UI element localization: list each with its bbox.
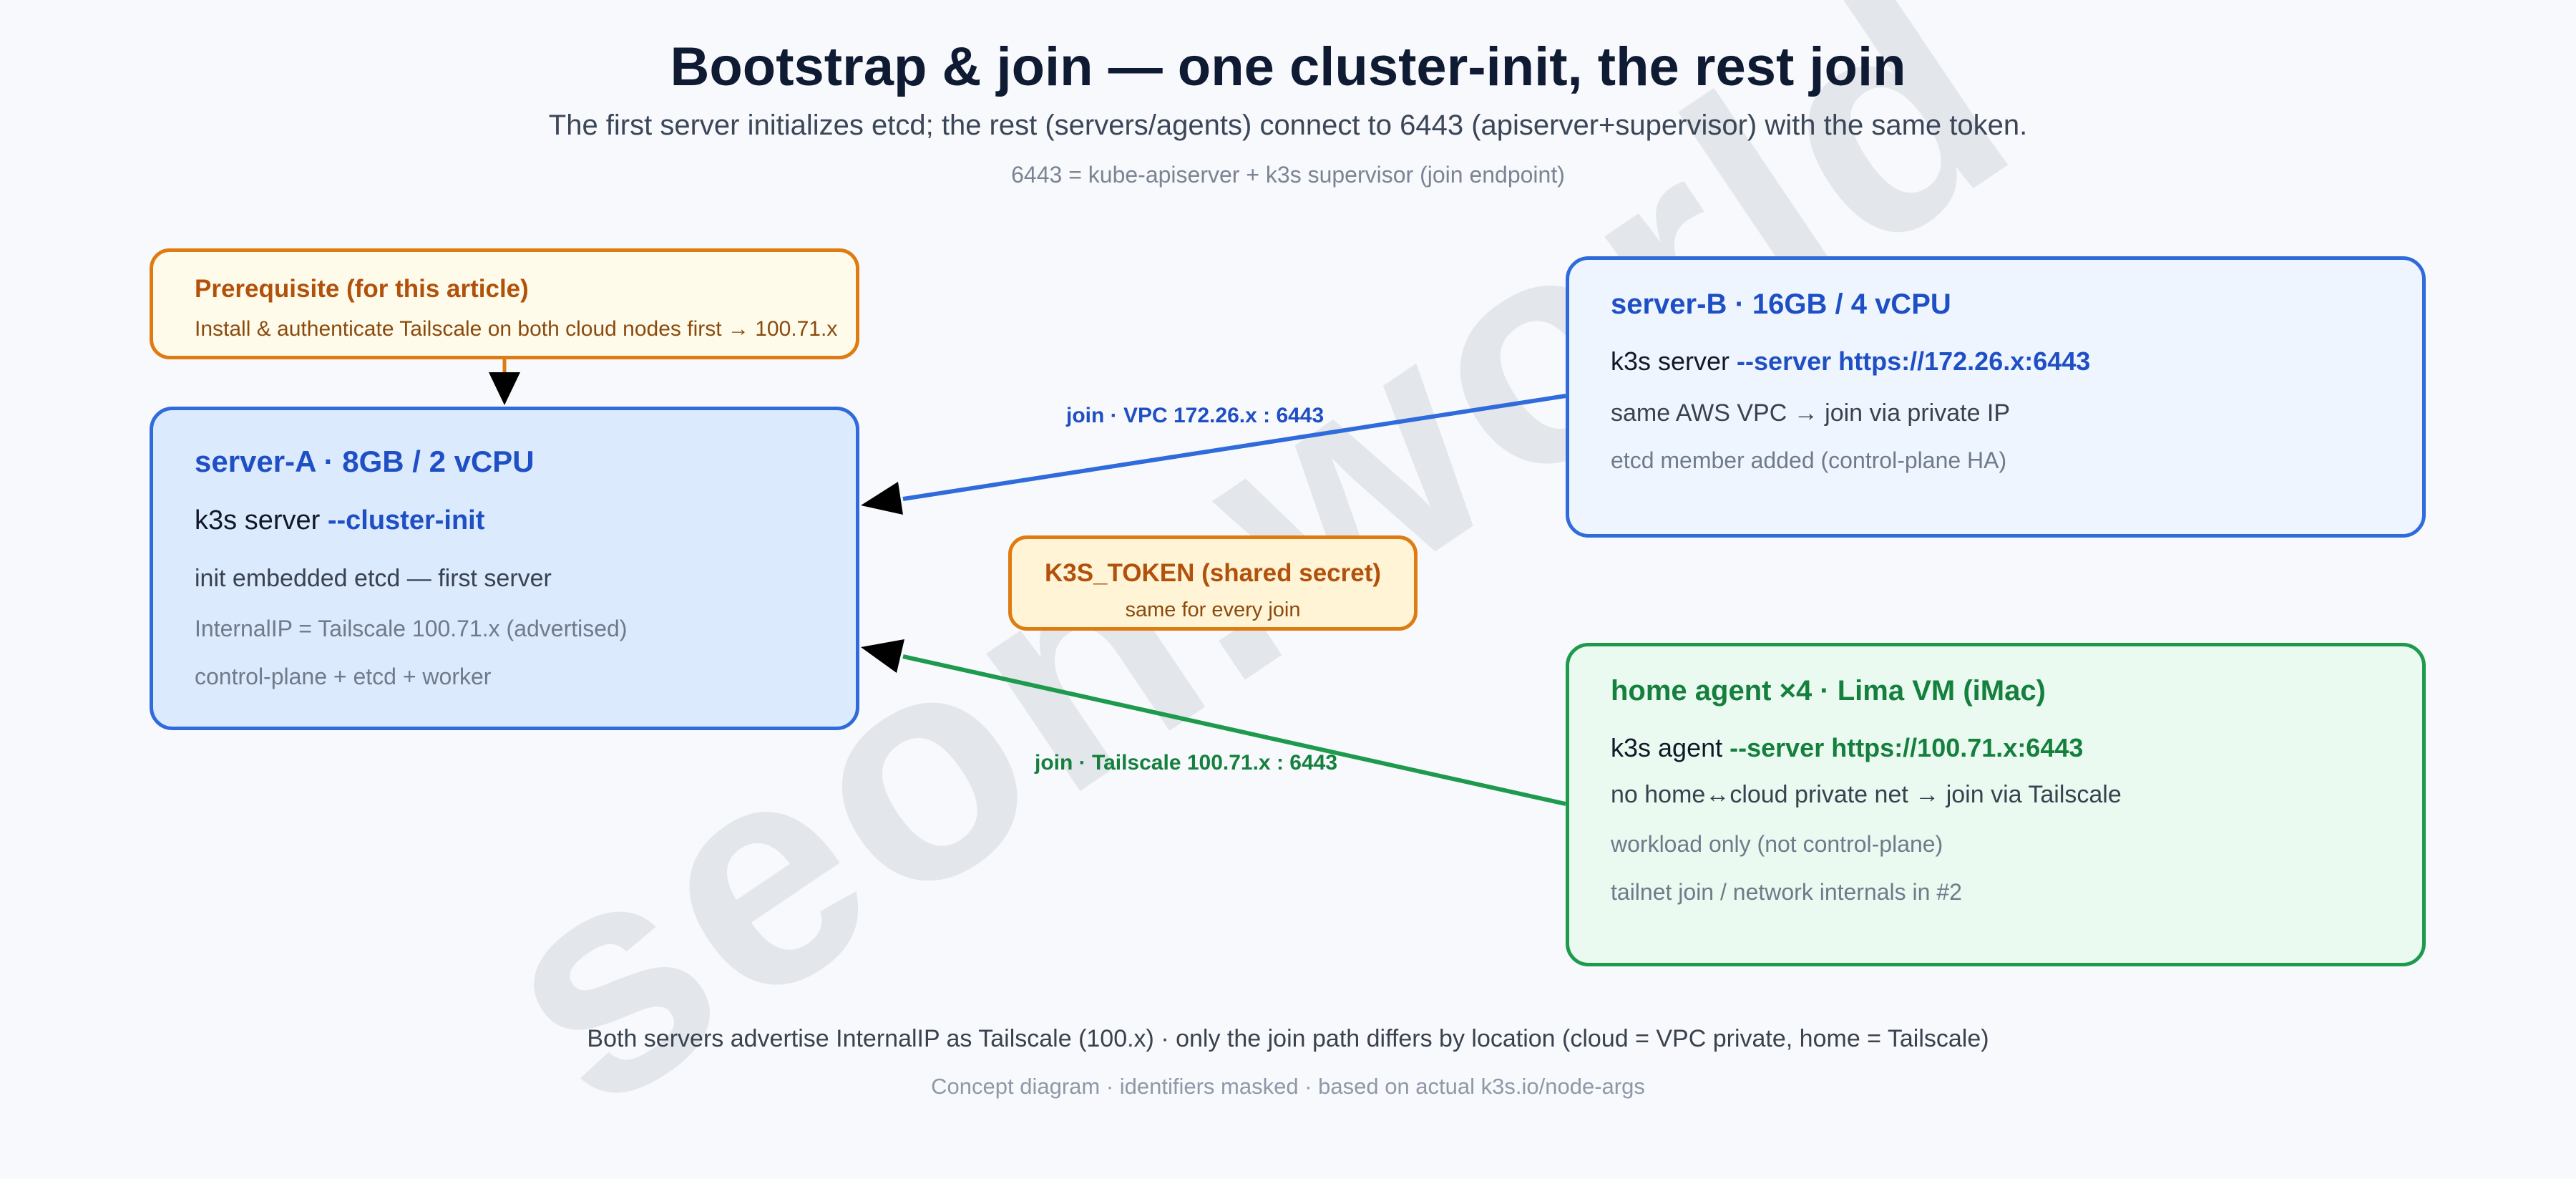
home-agent-node: home agent ×4 · Lima VM (iMac) k3s agent… xyxy=(1566,643,2426,966)
server-a-command: k3s server --cluster-init xyxy=(195,505,484,536)
server-b-join-path: same AWS VPC → join via private IP xyxy=(1611,399,2011,427)
footer-caption: Concept diagram · identifiers masked · b… xyxy=(931,1074,1645,1099)
server-b-command-prefix: k3s server xyxy=(1611,346,1737,376)
connector-layer xyxy=(489,359,1566,806)
token-text: same for every join xyxy=(1125,598,1301,621)
page-subtitle: The first server initializes etcd; the r… xyxy=(548,110,2028,141)
home-agent-command-prefix: k3s agent xyxy=(1611,733,1730,762)
prerequisite-heading: Prerequisite (for this article) xyxy=(195,275,529,303)
server-b-command: k3s server --server https://172.26.x:644… xyxy=(1611,346,2090,377)
server-b-heading: server-B · 16GB / 4 vCPU xyxy=(1611,288,1951,320)
footer-summary: Both servers advertise InternalIP as Tai… xyxy=(587,1025,1989,1052)
server-b-command-flag: --server https://172.26.x:6443 xyxy=(1737,346,2091,376)
vpc-join-arrowhead xyxy=(861,482,903,515)
server-a-node: server-A · 8GB / 2 vCPU k3s server --clu… xyxy=(150,407,859,730)
prerequisite-box: Prerequisite (for this article) Install … xyxy=(150,248,859,359)
tailscale-join-edge xyxy=(902,654,1566,806)
server-a-command-prefix: k3s server xyxy=(195,505,328,535)
home-agent-command: k3s agent --server https://100.71.x:6443 xyxy=(1611,733,2083,763)
prerequisite-text: Install & authenticate Tailscale on both… xyxy=(195,317,838,341)
server-a-command-flag: --cluster-init xyxy=(327,505,485,535)
home-agent-command-flag: --server https://100.71.x:6443 xyxy=(1729,733,2084,762)
token-box: K3S_TOKEN (shared secret) same for every… xyxy=(1008,535,1418,631)
server-a-components: control-plane + etcd + worker xyxy=(195,664,492,689)
server-b-etcd-note: etcd member added (control-plane HA) xyxy=(1611,447,2007,473)
tailscale-join-arrowhead xyxy=(861,639,904,673)
page-title: Bootstrap & join — one cluster-init, the… xyxy=(670,37,1906,97)
home-agent-reference: tailnet join / network internals in #2 xyxy=(1611,879,1962,905)
vpc-join-edge xyxy=(902,394,1566,501)
diagram-canvas: seon.world Bootstrap & join — one cluste… xyxy=(150,0,2426,1175)
vpc-join-label: join · VPC 172.26.x : 6443 xyxy=(1066,404,1324,427)
server-b-node: server-B · 16GB / 4 vCPU k3s server --se… xyxy=(1566,256,2426,538)
home-agent-join-path: no home↔cloud private net → join via Tai… xyxy=(1611,781,2122,808)
prerequisite-arrowhead xyxy=(489,372,520,405)
server-a-heading: server-A · 8GB / 2 vCPU xyxy=(195,445,535,478)
server-a-role: init embedded etcd — first server xyxy=(195,565,552,592)
token-heading: K3S_TOKEN (shared secret) xyxy=(1044,559,1382,587)
server-a-internal-ip: InternalIP = Tailscale 100.71.x (adverti… xyxy=(195,616,628,641)
home-agent-role: workload only (not control-plane) xyxy=(1611,831,1943,857)
port-note: 6443 = kube-apiserver + k3s supervisor (… xyxy=(1011,162,1565,188)
home-agent-heading: home agent ×4 · Lima VM (iMac) xyxy=(1611,675,2046,707)
tailscale-join-label: join · Tailscale 100.71.x : 6443 xyxy=(1035,751,1338,775)
